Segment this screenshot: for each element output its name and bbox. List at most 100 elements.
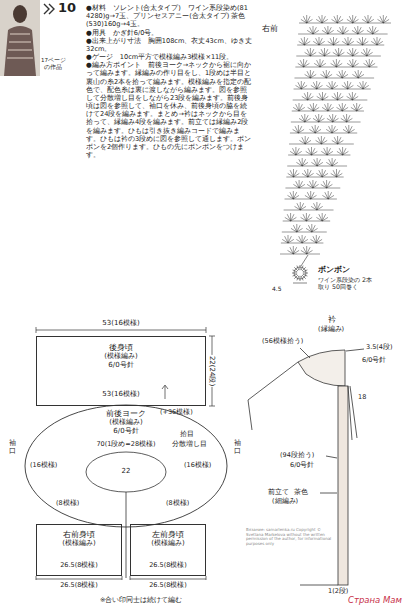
chain-row <box>288 155 350 156</box>
pompom-dimension <box>293 283 307 284</box>
fan-stitch <box>347 92 359 100</box>
chain-row <box>280 254 320 255</box>
fan-stitch <box>321 180 333 188</box>
pompom-yarn <box>294 275 298 279</box>
collar-front-band-view <box>248 348 364 585</box>
panel-note: (模様編み) <box>62 539 95 548</box>
neck-opening <box>86 452 166 578</box>
fan-stitch <box>322 103 334 111</box>
instruction-text: ●出来上がり寸法 胸囲108cm、衣丈43cm、ゆき丈32cm。 <box>86 37 252 53</box>
fan-stitch <box>332 136 344 144</box>
fan-stitch <box>316 169 328 177</box>
fan-stitch <box>333 48 345 56</box>
item-number: 10 <box>58 1 76 16</box>
page-ref: の作品 <box>44 64 62 70</box>
chain-row <box>293 100 368 101</box>
fan-stitch <box>293 125 305 133</box>
fan-stitch <box>302 92 314 100</box>
chain-row <box>284 210 334 211</box>
panel-title: 左前身頃 <box>152 530 184 539</box>
fan-stitch <box>327 114 339 122</box>
pompom-yarn <box>293 274 298 276</box>
pompom-yarn <box>297 266 299 271</box>
panel-title: 後身頃 <box>109 343 133 352</box>
fan-stitch <box>282 235 294 243</box>
stitch-name: (縁編み) <box>318 326 344 333</box>
watermark: Страна Мам <box>348 596 402 606</box>
fan-stitch <box>299 136 311 144</box>
instruction-text: ●ゲージ 10cm平方で模様編み3模様×11段。 <box>86 53 252 61</box>
dimension: 3.5(4段) <box>366 344 393 351</box>
dimension: 53(16模様) <box>102 390 139 398</box>
instructions: ●材料 ソレント(合太タイプ) ワイン系段染め(814280)g→7玉、プリンセ… <box>86 4 252 159</box>
fan-stitch <box>299 37 311 45</box>
dimension: 26.5(8模様) <box>149 582 187 589</box>
pompom-yarn <box>302 267 306 271</box>
fan-stitch <box>290 147 302 155</box>
fan-stitch <box>301 246 313 254</box>
hook-size: 6/0号針 <box>290 462 314 469</box>
chevron-mark <box>44 4 54 14</box>
fan-stitch <box>288 246 300 254</box>
fan-stitch <box>305 70 317 78</box>
fan-stitch <box>352 70 364 78</box>
stitch-chart <box>280 15 391 254</box>
pompom-yarn <box>302 275 306 279</box>
fan-stitch <box>311 235 323 243</box>
fan-stitch <box>321 70 333 78</box>
fan-stitch <box>308 103 320 111</box>
fan-stitch <box>299 114 311 122</box>
fan-stitch <box>347 15 359 23</box>
fan-stitch <box>298 59 310 67</box>
dimension: 1(2段) <box>328 588 348 595</box>
fan-stitch <box>307 180 319 188</box>
fan-stitch <box>371 37 383 45</box>
fan-stitch <box>364 59 376 67</box>
fan-stitch <box>337 26 349 34</box>
part-name: 前立て <box>268 488 289 496</box>
panel-title: 前後ヨーク <box>106 409 146 418</box>
fan-stitch <box>357 37 369 45</box>
chain-row <box>290 133 357 134</box>
color-note: 茶色 <box>294 488 308 496</box>
panel-note: (模様編み) <box>151 539 184 548</box>
dimension: 26.5(8模様) <box>60 582 98 589</box>
pattern-count: (16模様) <box>184 462 211 469</box>
chain-row <box>299 23 391 24</box>
pompom-yarn <box>301 276 303 281</box>
fan-stitch <box>296 81 308 89</box>
instruction-text: ●材料 ソレント(合太タイプ) ワイン系段染め(814280)g→7玉、プリンセ… <box>86 4 252 29</box>
fan-stitch <box>342 37 354 45</box>
pompom-yarn <box>293 270 298 272</box>
pattern-count: (8模様) <box>56 500 79 507</box>
yoke-ellipse <box>25 405 227 527</box>
fan-stitch <box>341 114 353 122</box>
pompom-yarn <box>297 276 299 281</box>
fan-stitch <box>285 213 297 221</box>
dimension: 70(1段め=28模様) <box>96 441 155 448</box>
fan-stitch <box>316 136 328 144</box>
fan-stitch <box>301 213 313 221</box>
fan-stitch <box>337 147 349 155</box>
fan-stitch <box>313 114 325 122</box>
fan-stitch <box>296 235 308 243</box>
fan-stitch <box>342 81 354 89</box>
increase-note: 分散増し目 <box>172 441 207 448</box>
chain-row <box>297 45 384 46</box>
fan-stitch <box>317 92 329 100</box>
fan-stitch <box>314 59 326 67</box>
fan-stitch <box>331 59 343 67</box>
fan-stitch <box>326 125 338 133</box>
pickup-note: (94段拾う) <box>280 452 314 459</box>
fan-stitch <box>328 37 340 45</box>
fan-stitch <box>337 70 349 78</box>
fan-stitch <box>296 158 308 166</box>
fan-stitch <box>332 92 344 100</box>
chain-row <box>286 177 343 178</box>
pompom-yarn <box>300 276 301 281</box>
fan-stitch <box>311 81 323 89</box>
pattern-count: (8模様) <box>166 500 189 507</box>
pompom-yarn <box>303 270 308 272</box>
fan-stitch <box>311 158 323 166</box>
fan-stitch <box>288 191 300 199</box>
